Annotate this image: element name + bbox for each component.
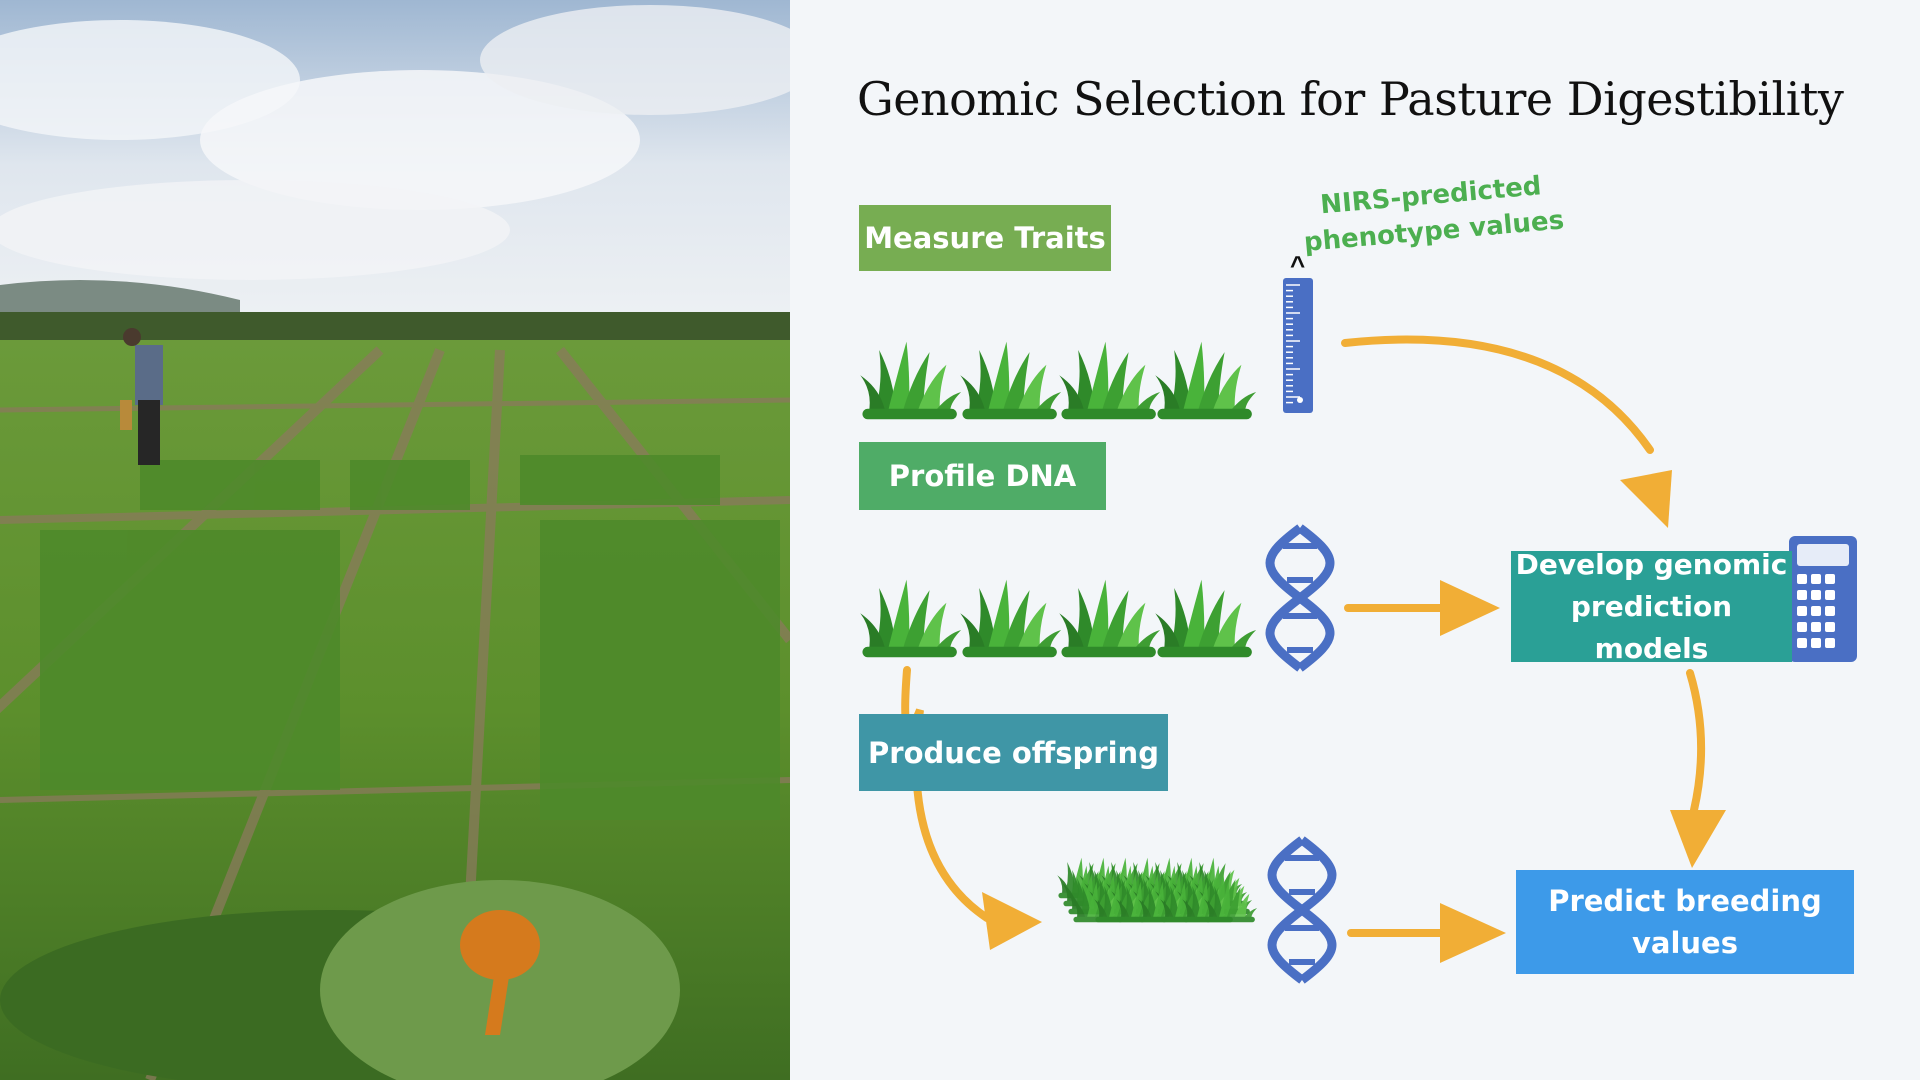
flow-arrow: [1690, 673, 1701, 810]
grass-icon: [1155, 342, 1256, 420]
dna-icon: [1272, 840, 1332, 980]
arrow-head: [982, 892, 1042, 950]
grass-icon: [960, 580, 1061, 658]
flow-arrow: [905, 670, 987, 918]
produce-offspring-box: Produce offspring: [859, 714, 1168, 791]
dna-icon: [1270, 528, 1330, 668]
measure-traits-box: Measure Traits: [859, 205, 1111, 271]
profile-dna-box: Profile DNA: [859, 442, 1106, 510]
grass-icon: [1155, 580, 1256, 658]
arrow-head: [1670, 810, 1726, 868]
grass-icon: [860, 342, 961, 420]
arrow-head: [1440, 903, 1506, 963]
grass-icon: [960, 342, 1061, 420]
arrow-head: [1440, 580, 1500, 636]
ruler-icon: [1283, 278, 1313, 413]
predict-values-box: Predict breeding values: [1516, 870, 1854, 974]
develop-models-box: Develop genomic prediction models: [1511, 551, 1792, 662]
arrow-head: [1620, 470, 1672, 528]
caret-mark: ^: [1290, 250, 1305, 281]
grass-icon: [1059, 580, 1160, 658]
flow-arrow: [1345, 340, 1650, 450]
grass-icon: [1059, 342, 1160, 420]
grass-icon: [860, 580, 961, 658]
calculator-icon: [1789, 536, 1857, 662]
